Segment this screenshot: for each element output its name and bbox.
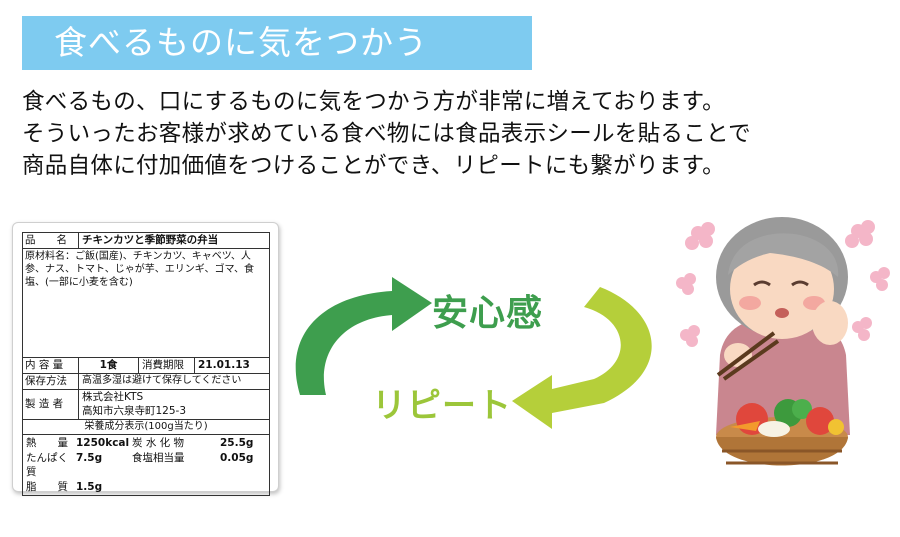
label-key-expiry: 消費期限 (139, 358, 195, 374)
label-ingredients: 原材料名：ご飯(国産)、チキンカツ、キャベツ、人参、ナス、トマト、じゃが芋、エリ… (23, 249, 269, 359)
label-nutrition-table: 熱 量 1250kcal 炭 水 化 物 25.5g たんぱく質 7.5g 食塩… (23, 435, 269, 495)
label-maker-address: 高知市六泉寺町125-3 (82, 404, 187, 417)
label-nutrition-title: 栄養成分表示(100g当たり) (23, 420, 269, 436)
intro-line: 商品自体に付加価値をつけることができ、リピートにも繋がります。 (22, 153, 725, 179)
nutrition-protein-value: 7.5g (76, 451, 103, 464)
nutrition-energy-value: 1250kcal (76, 437, 130, 450)
intro-text: 食べるもの、口にするものに気をつかう方が非常に増えております。 そういったお客様… (22, 86, 882, 182)
nutrition-protein-key: たんぱく質 (26, 451, 68, 479)
nutrition-carb-key: 炭 水 化 物 (132, 437, 185, 450)
food-label-sticker: 品 名 チキンカツと季節野菜の弁当 原材料名：ご飯(国産)、チキンカツ、キャベツ… (12, 222, 279, 497)
repeat-label: リピート (372, 386, 512, 426)
label-maker-company: 株式会社KTS (82, 391, 144, 404)
label-maker-value: 株式会社KTS 高知市六泉寺町125-3 (79, 390, 269, 418)
intro-line: 食べるもの、口にするものに気をつかう方が非常に増えております。 (22, 89, 725, 115)
label-product-name: チキンカツと季節野菜の弁当 (82, 234, 219, 246)
cycle-arrows (295, 277, 652, 429)
title-banner: 食べるものに気をつかう (22, 16, 532, 70)
label-qty-value: 1食 (79, 358, 139, 374)
label-key-maker: 製 造 者 (23, 390, 79, 419)
label-key-storage: 保存方法 (23, 374, 79, 390)
nutrition-salt-value: 0.05g (220, 451, 254, 464)
food-label-table: 品 名 チキンカツと季節野菜の弁当 原材料名：ご飯(国産)、チキンカツ、キャベツ… (22, 232, 270, 497)
nutrition-energy-key: 熱 量 (26, 437, 68, 450)
nutrition-carb-value: 25.5g (220, 437, 254, 450)
label-expiry-value: 21.01.13 (198, 359, 250, 372)
anshin-label: 安心感 (432, 293, 544, 334)
nutrition-fat-key: 脂 質 (26, 480, 68, 493)
label-key-qty: 内 容 量 (23, 358, 79, 374)
nutrition-salt-key: 食塩相当量 (132, 451, 185, 464)
nutrition-fat-value: 1.5g (76, 480, 103, 493)
green-cycle-arrow-icon (295, 277, 432, 395)
elderly-woman-eating-icon (676, 217, 890, 466)
label-storage-value: 高温多湿は避けて保存してください (82, 375, 242, 387)
intro-line: そういったお客様が求めている食べ物には食品表示シールを貼ることで (22, 121, 751, 147)
label-key-name: 品 名 (23, 233, 79, 249)
lime-cycle-arrow-icon (512, 287, 652, 429)
